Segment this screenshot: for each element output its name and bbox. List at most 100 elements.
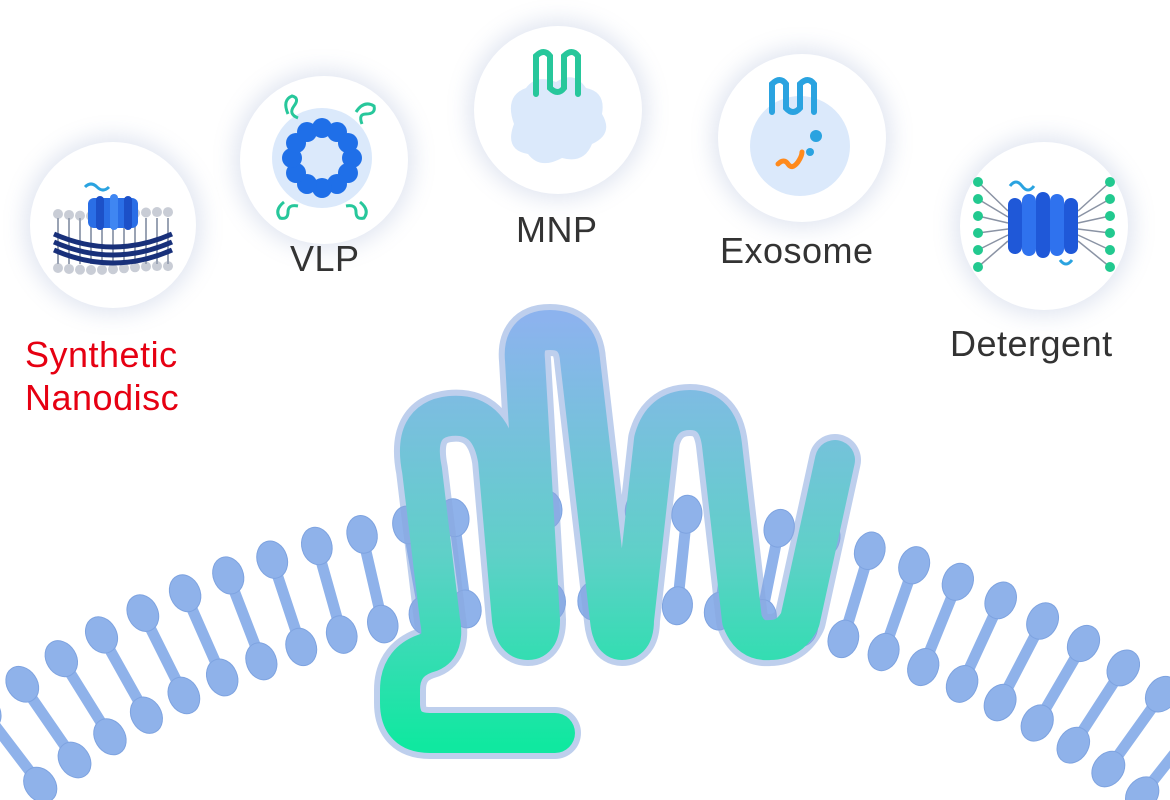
vlp-icon — [272, 94, 376, 220]
lipid-dot — [64, 263, 74, 274]
detergent-tail — [1077, 181, 1111, 212]
capsid-bead — [312, 118, 332, 138]
detergent-tail — [1077, 240, 1111, 268]
detergent-head — [973, 211, 983, 221]
lipid-dot — [163, 207, 173, 218]
lipid-head — [5, 665, 40, 703]
vlp-node[interactable] — [240, 76, 408, 244]
detergent-tail — [1077, 228, 1111, 234]
lipid-head — [129, 696, 163, 734]
lipid-dot — [141, 261, 151, 272]
capsid-bead — [337, 133, 358, 153]
lipid-dot — [97, 264, 107, 275]
detergent-head — [1105, 262, 1115, 272]
lipid-dot — [108, 264, 118, 275]
detergent-head — [1105, 228, 1115, 238]
lipid-head — [57, 741, 92, 779]
label-line-1: Synthetic — [25, 334, 178, 375]
detergent-tail — [977, 228, 1009, 234]
lipid-head — [93, 718, 127, 756]
detergent-head — [1105, 245, 1115, 255]
lipid-head — [867, 632, 900, 672]
lipid-head — [256, 540, 289, 579]
lipid-head — [853, 531, 886, 571]
detergent-tail — [977, 198, 1009, 218]
exosome-node[interactable] — [718, 54, 886, 222]
mnp-node[interactable] — [474, 26, 642, 194]
mnp-label[interactable]: MNP — [516, 209, 598, 250]
lipid-head — [941, 562, 974, 601]
lipid-head — [661, 586, 693, 626]
detergent-head — [1105, 177, 1115, 187]
detergent-tail — [977, 240, 1009, 268]
lipid-dot — [75, 264, 85, 275]
lipid-dot — [53, 263, 63, 273]
lipid-head — [1106, 649, 1141, 687]
detergent-head — [973, 245, 983, 255]
lipid-head — [1026, 602, 1060, 640]
lipid-head — [1056, 726, 1091, 764]
lipid-head — [212, 556, 245, 595]
label-line-2: Nanodisc — [25, 377, 180, 419]
lipid-head — [367, 604, 399, 644]
capsid-bead — [312, 178, 332, 198]
lipid-head — [325, 615, 358, 654]
lipid-head — [907, 648, 940, 687]
exosome-icon — [750, 77, 850, 196]
detergent-tail — [977, 215, 1009, 224]
detergent-tail — [1077, 215, 1111, 224]
lipid-dot — [141, 207, 151, 218]
capsid-bead — [282, 148, 302, 168]
detergent-tail — [1077, 198, 1111, 218]
lipid-dot — [119, 263, 129, 274]
lipid-head — [1091, 750, 1126, 788]
lipid-head — [301, 526, 333, 566]
exosome-label[interactable]: Exosome — [720, 230, 874, 271]
mnp-icon — [510, 49, 607, 164]
detergent-label[interactable]: Detergent — [950, 323, 1113, 364]
lipid-dot — [130, 262, 140, 273]
detergent-tail — [977, 181, 1009, 212]
lipid-head — [168, 574, 202, 613]
lipid-head — [126, 594, 160, 632]
detergent-tail — [1077, 234, 1111, 251]
capsid-bead — [342, 148, 362, 168]
detergent-head — [1105, 194, 1115, 204]
capsid-bead — [327, 173, 347, 194]
lipid-head — [84, 616, 119, 654]
lipid-head — [1066, 624, 1101, 663]
lipid-dot — [64, 209, 74, 220]
detergent-tail — [977, 234, 1009, 251]
synthetic-nanodisc-label[interactable]: Synthetic Nanodisc — [25, 333, 179, 419]
nanodisc-icon — [52, 182, 174, 275]
nanodisc-node[interactable] — [30, 142, 196, 308]
detergent-head — [973, 262, 983, 272]
lipid-head — [983, 683, 1017, 722]
lipid-head — [245, 642, 278, 681]
lipid-head — [1144, 675, 1170, 713]
lipid-bilayer — [0, 489, 1170, 800]
lipid-head — [346, 515, 378, 554]
lipid-head — [671, 494, 703, 534]
lipid-dot — [53, 209, 63, 219]
detergent-icon — [973, 177, 1115, 272]
lipid-head — [167, 676, 201, 715]
lipid-dot — [86, 264, 96, 275]
detergent-head — [1105, 211, 1115, 221]
lipid-dot — [75, 210, 85, 221]
lipid-dot — [152, 261, 162, 272]
lipid-head — [1125, 776, 1160, 800]
lipid-head — [44, 640, 79, 678]
lipid-head — [205, 658, 239, 697]
detergent-head — [973, 228, 983, 238]
lipid-head — [984, 581, 1017, 620]
vlp-label[interactable]: VLP — [290, 238, 360, 279]
transmembrane-protein — [374, 304, 861, 759]
lipid-dot — [152, 207, 162, 218]
detergent-head — [973, 177, 983, 187]
lipid-dot — [163, 261, 173, 272]
detergent-head — [973, 194, 983, 204]
lipid-head — [827, 619, 860, 659]
detergent-node[interactable] — [960, 142, 1128, 310]
